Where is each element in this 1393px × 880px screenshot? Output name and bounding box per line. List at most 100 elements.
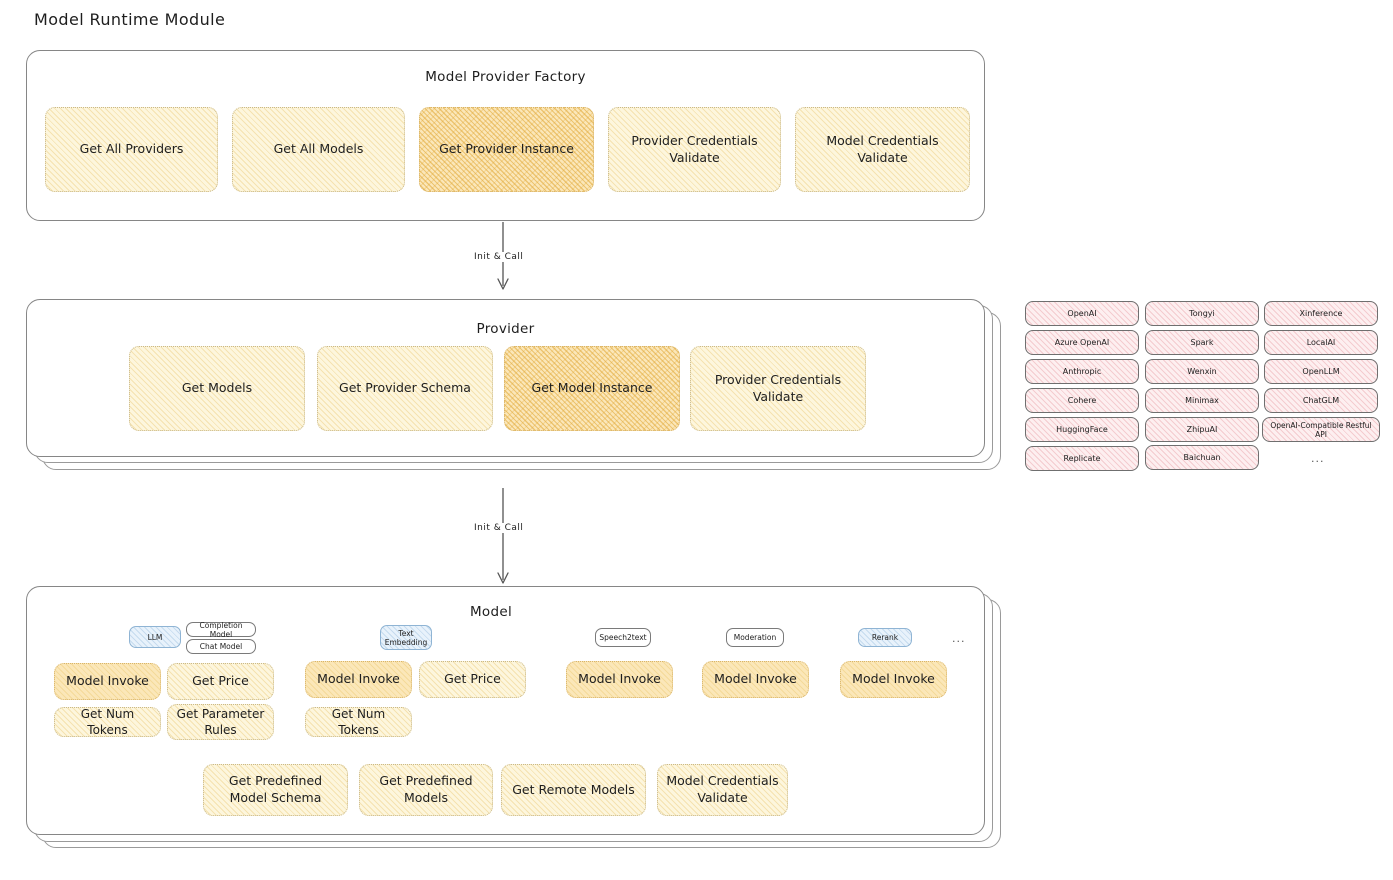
provider-pill-chatglm[interactable]: ChatGLM xyxy=(1264,388,1378,413)
provider-pill-openai-compatible-restful-api[interactable]: OpenAI-Compatible Restful API xyxy=(1262,417,1380,442)
factory-item-label: Model Credentials Validate xyxy=(826,132,939,165)
model-op-label: Get Price xyxy=(444,671,501,687)
factory-item-label: Provider Credentials Validate xyxy=(631,132,758,165)
provider-pill-label: Xinference xyxy=(1299,309,1343,318)
model-type-chip-rerank[interactable]: Rerank xyxy=(858,628,912,647)
factory-item-provider-credentials-validate[interactable]: Provider Credentials Validate xyxy=(608,107,781,192)
model-type-label: Chat Model xyxy=(199,642,243,651)
model-op-llm-model-invoke[interactable]: Model Invoke xyxy=(54,663,161,700)
provider-pill-label: Tongyi xyxy=(1189,309,1215,318)
provider-pill-label: Wenxin xyxy=(1187,367,1217,376)
provider-pill-xinference[interactable]: Xinference xyxy=(1264,301,1378,326)
provider-item-label: Get Models xyxy=(181,380,253,396)
provider-pill-localai[interactable]: LocalAI xyxy=(1264,330,1378,355)
model-op-label: Get Parameter Rules xyxy=(176,706,265,737)
provider-pill-label: ChatGLM xyxy=(1302,396,1340,405)
provider-pill-baichuan[interactable]: Baichuan xyxy=(1145,445,1259,470)
arrow-label-init-call-1: Init & Call xyxy=(471,252,527,262)
model-op-rerank-model-invoke[interactable]: Model Invoke xyxy=(840,661,947,698)
model-type-label: Speech2text xyxy=(599,633,647,642)
model-op-llm-get-num-tokens[interactable]: Get Num Tokens xyxy=(54,707,161,737)
provider-pill-zhipuai[interactable]: ZhipuAI xyxy=(1145,417,1259,442)
provider-item-get-models[interactable]: Get Models xyxy=(129,346,305,431)
model-op-get-remote-models[interactable]: Get Remote Models xyxy=(501,764,646,816)
provider-pill-replicate[interactable]: Replicate xyxy=(1025,446,1139,471)
model-op-llm-get-parameter-rules[interactable]: Get Parameter Rules xyxy=(167,704,274,740)
provider-pill-anthropic[interactable]: Anthropic xyxy=(1025,359,1139,384)
provider-title: Provider xyxy=(476,321,535,337)
model-op-label: Model Credentials Validate xyxy=(666,773,779,805)
provider-pill-openai[interactable]: OpenAI xyxy=(1025,301,1139,326)
provider-pill-label: Anthropic xyxy=(1062,367,1102,376)
provider-pill-label: Baichuan xyxy=(1183,453,1221,462)
model-type-chip-text-embedding[interactable]: Text Embedding xyxy=(380,625,432,650)
model-type-label: Moderation xyxy=(733,633,777,642)
page-title: Model Runtime Module xyxy=(34,10,226,29)
model-op-label: Get Price xyxy=(192,673,249,689)
model-op-speech2text-model-invoke[interactable]: Model Invoke xyxy=(566,661,673,698)
provider-pill-label: OpenAI xyxy=(1067,309,1097,318)
model-type-label: Text Embedding xyxy=(384,628,428,647)
provider-pill-label: Replicate xyxy=(1063,454,1101,463)
model-type-chip-llm[interactable]: LLM xyxy=(129,626,181,648)
model-type-chip-speech2text[interactable]: Speech2text xyxy=(595,628,651,647)
model-op-label: Get Remote Models xyxy=(512,781,635,797)
provider-pill-label: Minimax xyxy=(1185,396,1219,405)
factory-item-get-provider-instance[interactable]: Get Provider Instance xyxy=(419,107,594,192)
model-type-label: Completion Model xyxy=(199,620,243,639)
provider-pill-label: Azure OpenAI xyxy=(1054,338,1110,347)
model-op-embedding-get-num-tokens[interactable]: Get Num Tokens xyxy=(305,707,412,737)
provider-pill-azure-openai[interactable]: Azure OpenAI xyxy=(1025,330,1139,355)
provider-pill-label: LocalAI xyxy=(1306,338,1336,347)
model-op-embedding-model-invoke[interactable]: Model Invoke xyxy=(305,661,412,698)
provider-item-label: Get Model Instance xyxy=(531,380,653,396)
factory-item-label: Get Provider Instance xyxy=(439,141,574,157)
arrow-provider-to-model xyxy=(497,488,509,584)
model-type-label: Rerank xyxy=(871,633,899,642)
model-op-llm-get-price[interactable]: Get Price xyxy=(167,663,274,700)
provider-list-more: ... xyxy=(1311,452,1325,465)
model-op-get-predefined-model-schema[interactable]: Get Predefined Model Schema xyxy=(203,764,348,816)
provider-pill-label: ZhipuAI xyxy=(1186,425,1218,434)
provider-item-get-provider-schema[interactable]: Get Provider Schema xyxy=(317,346,493,431)
provider-pill-tongyi[interactable]: Tongyi xyxy=(1145,301,1259,326)
provider-pill-label: OpenLLM xyxy=(1302,367,1340,376)
model-op-embedding-get-price[interactable]: Get Price xyxy=(419,661,526,698)
model-type-label: LLM xyxy=(147,632,163,642)
provider-pill-openllm[interactable]: OpenLLM xyxy=(1264,359,1378,384)
model-op-label: Model Invoke xyxy=(714,671,797,687)
model-op-label: Model Invoke xyxy=(66,673,149,689)
model-title: Model xyxy=(469,604,513,620)
model-op-label: Model Invoke xyxy=(578,671,661,687)
model-op-model-credentials-validate[interactable]: Model Credentials Validate xyxy=(657,764,788,816)
arrow-label-init-call-2: Init & Call xyxy=(471,523,527,533)
provider-item-label: Get Provider Schema xyxy=(339,380,471,396)
model-type-chip-completion-model[interactable]: Completion Model xyxy=(186,620,256,639)
model-op-label: Model Invoke xyxy=(317,671,400,687)
model-op-label: Model Invoke xyxy=(852,671,935,687)
provider-pill-minimax[interactable]: Minimax xyxy=(1145,388,1259,413)
factory-item-label: Get All Models xyxy=(273,141,364,157)
provider-pill-cohere[interactable]: Cohere xyxy=(1025,388,1139,413)
model-op-moderation-model-invoke[interactable]: Model Invoke xyxy=(702,661,809,698)
factory-item-get-all-providers[interactable]: Get All Providers xyxy=(45,107,218,192)
provider-pill-label: HuggingFace xyxy=(1056,425,1108,434)
provider-pill-label: Cohere xyxy=(1067,396,1097,405)
provider-pill-label: OpenAI-Compatible Restful API xyxy=(1270,420,1372,439)
provider-item-label: Provider Credentials Validate xyxy=(714,371,842,404)
model-type-chip-moderation[interactable]: Moderation xyxy=(726,628,784,647)
model-op-get-predefined-models[interactable]: Get Predefined Models xyxy=(359,764,493,816)
factory-item-model-credentials-validate[interactable]: Model Credentials Validate xyxy=(795,107,970,192)
provider-pill-wenxin[interactable]: Wenxin xyxy=(1145,359,1259,384)
model-op-label: Get Num Tokens xyxy=(331,706,386,737)
provider-pill-huggingface[interactable]: HuggingFace xyxy=(1025,417,1139,442)
factory-item-get-all-models[interactable]: Get All Models xyxy=(232,107,405,192)
model-type-chip-chat-model[interactable]: Chat Model xyxy=(186,639,256,654)
provider-pill-spark[interactable]: Spark xyxy=(1145,330,1259,355)
model-types-more: ... xyxy=(952,632,966,645)
provider-item-get-model-instance[interactable]: Get Model Instance xyxy=(504,346,680,431)
factory-item-label: Get All Providers xyxy=(79,141,184,157)
model-op-label: Get Num Tokens xyxy=(80,706,135,737)
provider-item-provider-credentials-validate[interactable]: Provider Credentials Validate xyxy=(690,346,866,431)
